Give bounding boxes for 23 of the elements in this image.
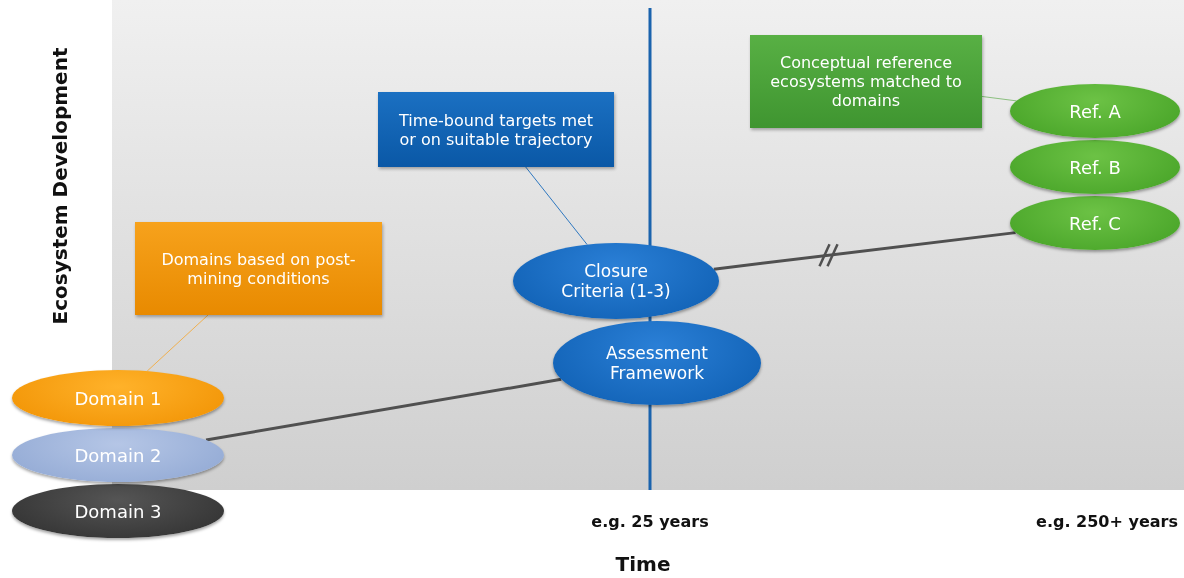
- tick-label: e.g. 25 years: [591, 512, 709, 531]
- label-box: [135, 222, 382, 315]
- leader-line: [146, 314, 209, 372]
- node-text: Time-bound targets met or on suitable trajectory: [397, 110, 595, 149]
- node-text: Ref. C: [1069, 212, 1121, 234]
- node-text: Conceptual reference ecosystems matched to domains: [769, 53, 963, 110]
- trajectory-line: [205, 377, 562, 442]
- node-text: Ref. B: [1069, 156, 1121, 178]
- leader-line: [981, 95, 1017, 102]
- node-text: Domain 3: [74, 500, 162, 522]
- axis-title: Ecosystem Development: [48, 47, 72, 325]
- node-text: Closure Criteria (1-3): [560, 261, 672, 301]
- node-text: Ref. A: [1069, 100, 1121, 122]
- node-text: Domain 2: [74, 444, 162, 466]
- leader-line: [525, 166, 588, 246]
- label-box: [378, 92, 614, 167]
- tick-label: e.g. 250+ years: [1036, 512, 1178, 531]
- axis-title: Time: [615, 552, 671, 576]
- node-text: Assessment Framework: [605, 343, 709, 383]
- node-text: Domain 1: [74, 387, 162, 409]
- trajectory-line: [713, 231, 1016, 271]
- node-text: Domains based on post-mining conditions: [160, 249, 357, 288]
- label-box: [750, 35, 982, 128]
